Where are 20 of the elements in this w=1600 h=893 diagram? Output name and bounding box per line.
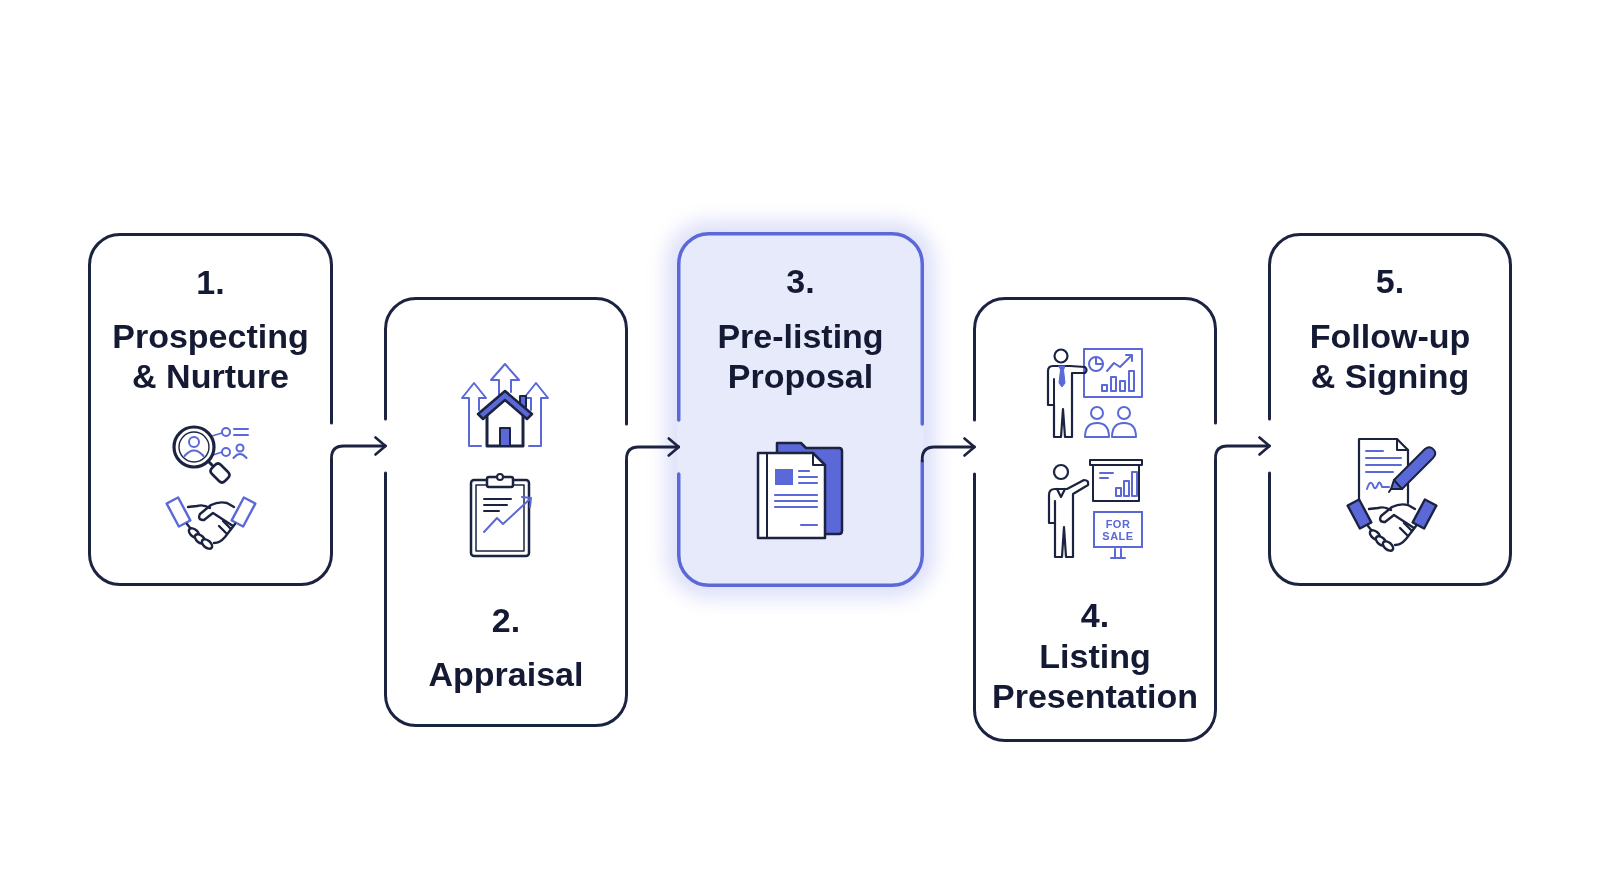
step-title: Prospecting & Nurture [112, 317, 309, 395]
arrow [920, 437, 976, 463]
arrow [330, 436, 387, 462]
step-number: 2. [491, 601, 521, 639]
arrow [1214, 436, 1271, 462]
step-title: Pre-listing Proposal [717, 317, 884, 395]
step-title: Appraisal [428, 655, 584, 693]
step-number: 1. [196, 263, 225, 301]
step-card [1268, 233, 1512, 586]
sign-text: FOR SALE [1101, 517, 1135, 542]
step-title: Follow-up & Signing [1309, 317, 1471, 395]
step-number: 5. [1375, 262, 1405, 300]
step-card [88, 233, 333, 586]
step-card [677, 232, 924, 587]
step-card [384, 297, 628, 727]
arrow [625, 437, 681, 463]
step-title: Listing Presentation [992, 637, 1198, 715]
step-number: 4. [1080, 596, 1110, 634]
step-card [973, 297, 1217, 742]
step-number: 3. [786, 262, 815, 300]
